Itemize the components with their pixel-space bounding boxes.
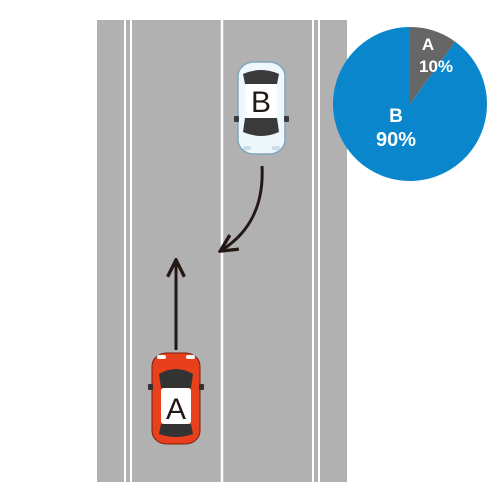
car-a-headlight-right (186, 355, 195, 359)
car-a-mirror-right (199, 384, 204, 390)
fault-pie-chart: A 10% B90% (332, 27, 487, 181)
pie-slice-a (410, 27, 456, 104)
car-b-mirror-right (284, 116, 289, 122)
car-a-windshield (159, 369, 193, 388)
car-b-mirror-left (234, 116, 239, 122)
car-b-lamp-left (243, 146, 251, 150)
car-a-label: A (166, 393, 186, 426)
pie-label-b: B (389, 106, 403, 127)
pie-percent-b: 90% (376, 129, 416, 151)
car-b-rear-window (243, 118, 279, 136)
car-b-roof (245, 84, 277, 118)
pie-percent-a: 10% (419, 57, 453, 76)
car-b-windshield (243, 70, 279, 84)
car-a-headlight-left (157, 355, 166, 359)
car-b: B (234, 61, 289, 155)
car-a-rear-window (159, 424, 193, 437)
car-b-path-arrow (222, 165, 264, 250)
car-a: A (148, 352, 204, 445)
car-b-label: B (251, 86, 271, 119)
road (97, 20, 347, 482)
pie-slice-b (332, 27, 487, 181)
car-a-mirror-left (148, 384, 153, 390)
car-b-lamp-right (272, 146, 280, 150)
car-a-roof (161, 388, 191, 424)
pie-label-a: A (422, 35, 434, 54)
